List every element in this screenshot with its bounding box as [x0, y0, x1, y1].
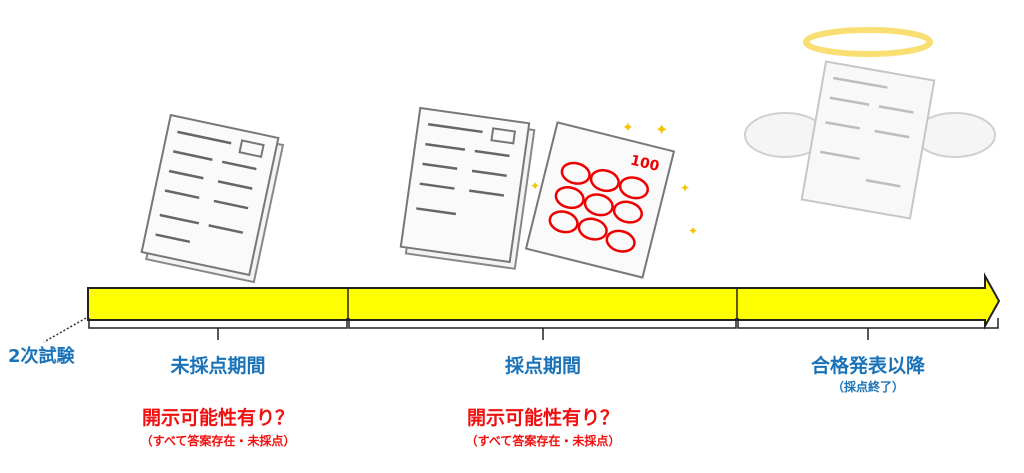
- start-pointer-line: [43, 317, 87, 343]
- phase-note-unscored: 開示可能性有り？: [141, 407, 295, 429]
- timeline-arrow: [87, 272, 1001, 330]
- phase-note-sub-unscored: （すべて答案存在・未採点）: [140, 434, 296, 448]
- answer-sheets-unscored-illustration: [140, 113, 285, 284]
- phase-label-unscored: 未採点期間: [170, 355, 266, 377]
- start-label: 2次試験: [8, 346, 75, 367]
- phase-brackets: [88, 318, 999, 340]
- sparkle-icon: ✦ ✦ ✦ ✦ ✦: [530, 120, 698, 238]
- svg-text:✦: ✦: [530, 179, 540, 193]
- answer-sheets-illustration: [399, 106, 536, 270]
- angel-sheet-illustration: [744, 27, 996, 220]
- scored-sheet-illustration: 100: [524, 121, 676, 279]
- phase-label-after-announcement: 合格発表以降: [810, 355, 926, 377]
- svg-text:✦: ✦: [655, 120, 668, 139]
- halo-icon: [803, 27, 933, 57]
- phase-sub-after-announcement: （採点終了）: [831, 380, 905, 394]
- phase-label-scoring: 採点期間: [504, 355, 582, 377]
- score-text: 100: [629, 152, 661, 175]
- phase-note-sub-scoring: （すべて答案存在・未採点）: [465, 434, 621, 448]
- svg-text:✦: ✦: [680, 181, 690, 195]
- svg-text:✦: ✦: [622, 120, 634, 136]
- svg-text:✦: ✦: [688, 224, 698, 238]
- phase-note-scoring: 開示可能性有り？: [466, 407, 620, 429]
